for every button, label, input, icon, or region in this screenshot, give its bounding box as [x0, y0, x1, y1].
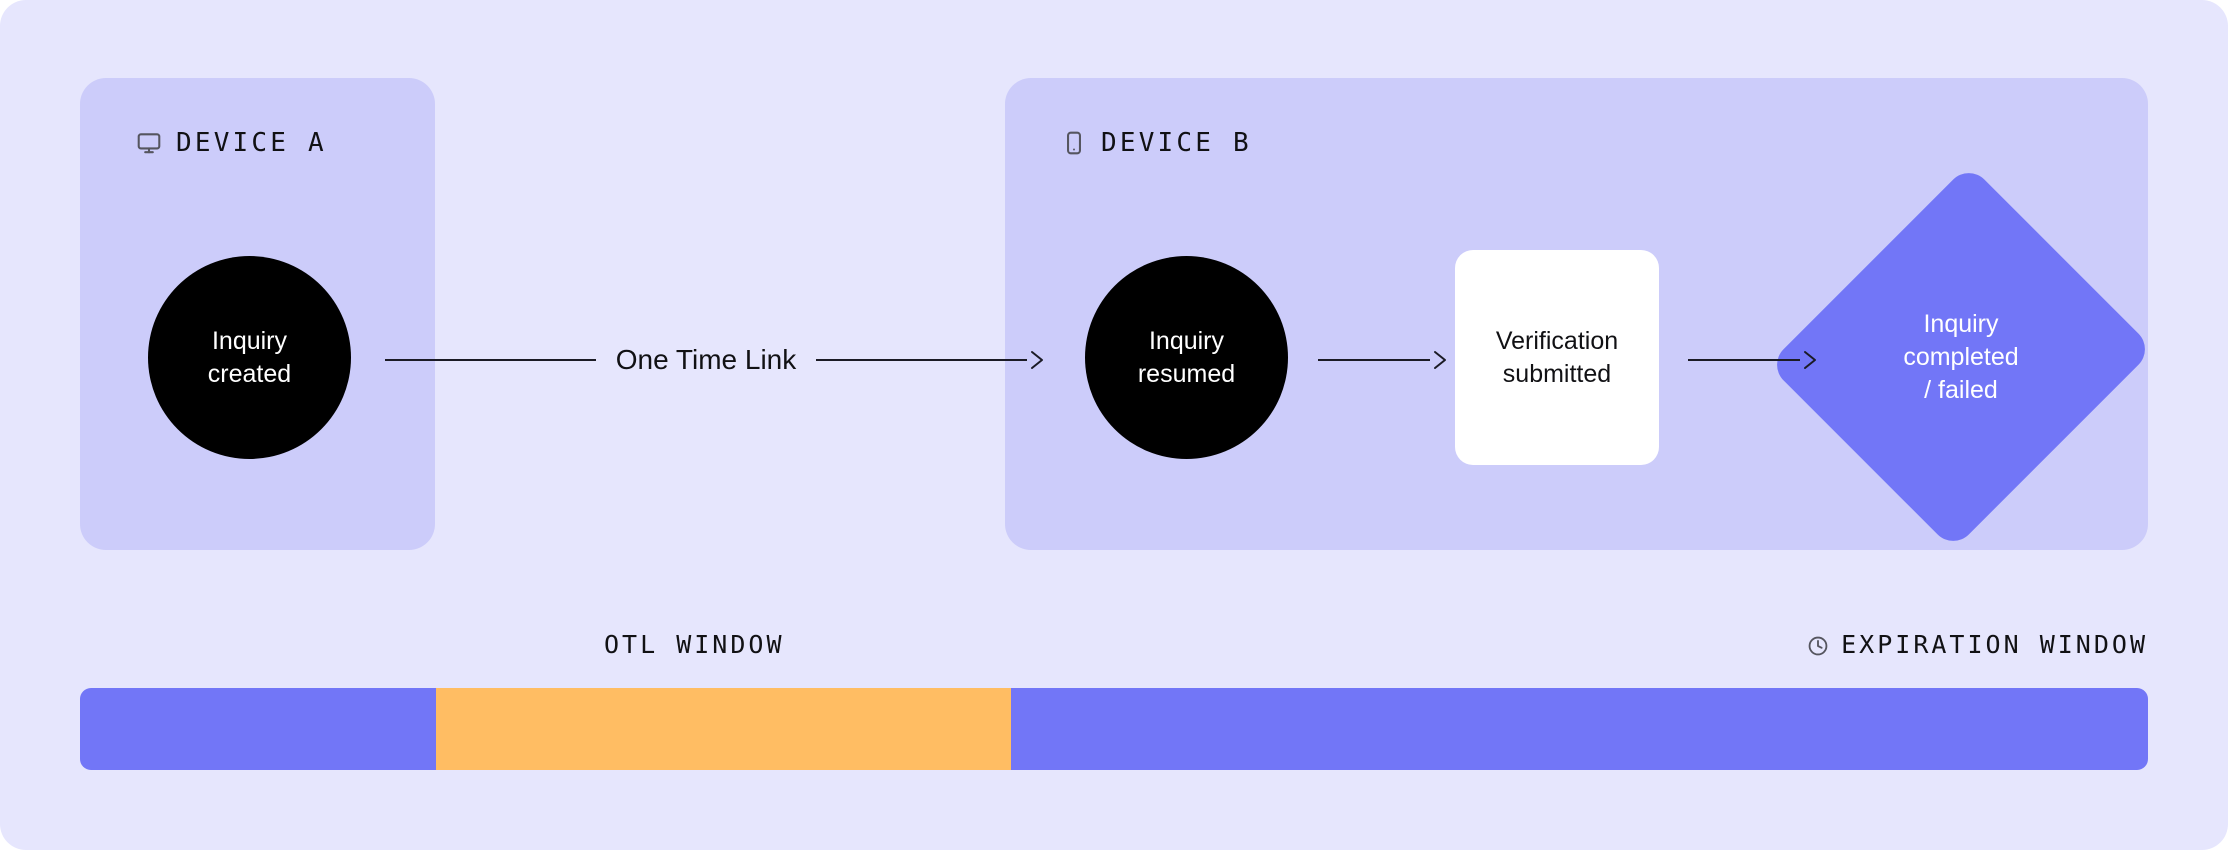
timeline-segment-otl-window	[435, 688, 1011, 770]
monitor-icon	[136, 130, 162, 156]
arrowhead-icon	[1799, 349, 1818, 371]
arrow-resumed-to-verification	[1318, 345, 1448, 375]
node-inquiry-completed-failed-label: Inquiry completed / failed	[1903, 309, 2019, 404]
arrow-line	[1318, 359, 1430, 361]
timeline-segment-pre-otl	[80, 688, 436, 770]
panel-device-b-label: DEVICE B	[1101, 128, 1252, 158]
timeline-label-expiration-window: EXPIRATION WINDOW	[1807, 630, 2148, 659]
arrowhead-icon	[1429, 349, 1448, 371]
timeline-segment-expiration-window	[1010, 688, 2148, 770]
smartphone-icon	[1061, 130, 1087, 156]
clock-icon	[1807, 634, 1829, 656]
panel-device-a-header: DEVICE A	[136, 126, 327, 160]
arrow-one-time-link: One Time Link	[385, 344, 1045, 375]
node-inquiry-created-label: Inquiry created	[207, 326, 292, 388]
expiration-window-text: EXPIRATION WINDOW	[1841, 630, 2148, 659]
node-verification-submitted: Verification submitted	[1455, 250, 1659, 465]
arrow-line	[816, 359, 1027, 361]
timeline-bar	[80, 688, 2148, 770]
node-verification-submitted-label: Verification submitted	[1495, 326, 1619, 388]
timeline-labels: OTL WINDOW EXPIRATION WINDOW	[80, 630, 2148, 666]
panel-device-a-label: DEVICE A	[176, 128, 327, 158]
panel-device-b-header: DEVICE B	[1061, 126, 1252, 160]
node-inquiry-resumed: Inquiry resumed	[1085, 256, 1288, 459]
arrow-verification-to-completed	[1688, 345, 1818, 375]
otl-window-text: OTL WINDOW	[604, 630, 785, 659]
arrowhead-icon	[1026, 349, 1045, 371]
node-inquiry-completed-failed: Inquiry completed / failed	[1767, 163, 2155, 551]
arrow-one-time-link-label: One Time Link	[615, 344, 797, 375]
timeline-label-otl-window: OTL WINDOW	[604, 630, 785, 659]
node-inquiry-created: Inquiry created	[148, 256, 351, 459]
arrow-line	[385, 359, 596, 361]
node-inquiry-resumed-label: Inquiry resumed	[1137, 326, 1236, 388]
arrow-line	[1688, 359, 1800, 361]
